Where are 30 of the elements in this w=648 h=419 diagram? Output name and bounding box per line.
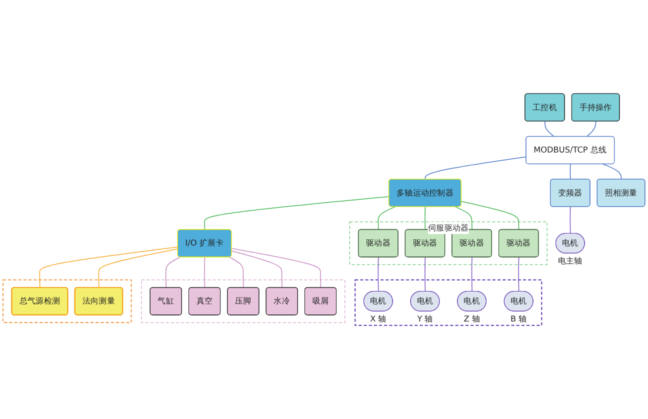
axis-caption: Z 轴 xyxy=(464,313,480,324)
axis-caption: X 轴 xyxy=(370,313,386,324)
connector xyxy=(204,256,206,288)
cluster xyxy=(2,279,132,324)
connector xyxy=(471,256,472,292)
axis-caption: Y 轴 xyxy=(417,313,433,324)
connector xyxy=(454,206,472,230)
connector xyxy=(424,206,426,230)
connector xyxy=(424,256,426,292)
connector xyxy=(570,164,571,180)
connector xyxy=(229,256,244,288)
connector xyxy=(231,250,282,288)
cluster xyxy=(354,279,542,326)
axis-caption: B 轴 xyxy=(510,313,527,324)
connector xyxy=(231,248,322,288)
connector xyxy=(378,206,396,230)
connector xyxy=(586,120,596,137)
connector xyxy=(424,156,527,180)
connector xyxy=(39,246,178,288)
connector xyxy=(544,120,554,137)
connector xyxy=(165,256,180,288)
connector xyxy=(518,256,520,292)
connector xyxy=(378,256,379,292)
connector xyxy=(460,200,520,230)
connector xyxy=(602,164,622,180)
connector xyxy=(570,206,571,234)
connector xyxy=(98,248,178,288)
axis-caption: 电主轴 xyxy=(558,255,582,266)
cluster xyxy=(141,280,346,323)
connector xyxy=(204,196,390,230)
